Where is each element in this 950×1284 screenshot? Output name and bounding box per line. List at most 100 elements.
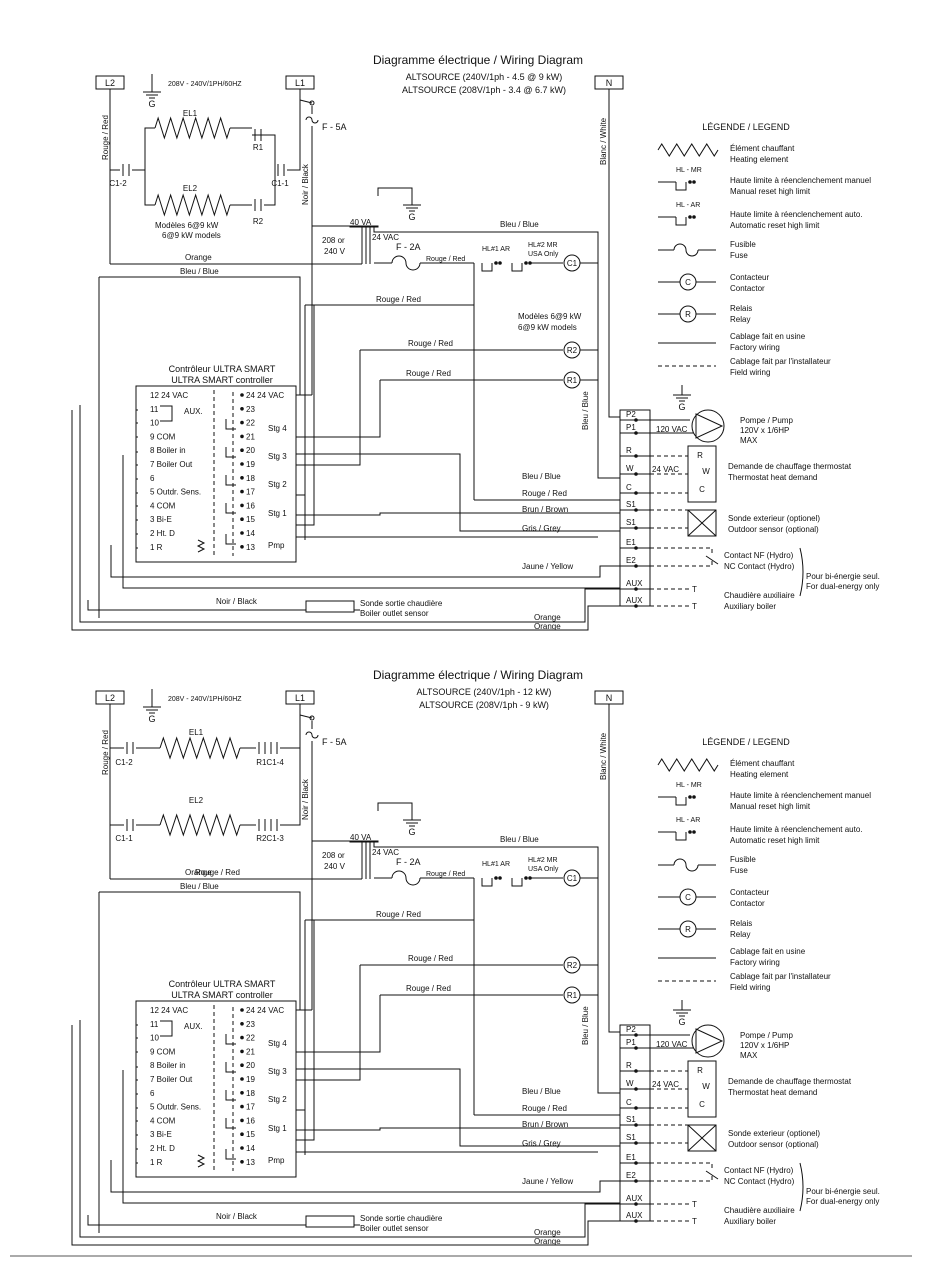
dual-label-1: Pour bi-énergie seul.	[806, 572, 880, 581]
aux-boiler-2: Auxiliary boiler	[724, 602, 776, 611]
pump-label-1: Pompe / Pump	[740, 1031, 793, 1040]
outlet-sensor-1: Sonde sortie chaudière	[360, 1214, 443, 1223]
legend-hl-ar-tag: HL - AR	[676, 202, 700, 209]
R2-label: R2	[253, 217, 264, 226]
controller-terminal-right-23: 23	[246, 405, 255, 414]
legend-fuse-2: Fuse	[730, 866, 748, 875]
terminal-S1b: S1	[626, 1133, 636, 1142]
EL1-label: EL1	[189, 728, 204, 737]
high-limit-contact	[675, 832, 687, 841]
transformer-in-2: 240 V	[324, 862, 346, 871]
boiler-outlet-sensor	[305, 600, 355, 613]
legend-auto-2: Automatic reset high limit	[730, 221, 820, 230]
terminal-dot	[634, 1106, 638, 1110]
orange-label-2: Orange	[534, 1237, 561, 1246]
stg2-label: Stg 2	[268, 1095, 287, 1104]
terminal-C: C	[626, 483, 632, 492]
pmp-label: Pmp	[268, 541, 285, 550]
controller-terminal-right-17: 17	[246, 1103, 255, 1112]
noir-sensor-wire	[87, 1215, 360, 1226]
controller-terminal-right-13: 13	[246, 543, 255, 552]
thermostat-C: C	[699, 1100, 705, 1109]
model-line-2: ALTSOURCE (208V/1ph - 3.4 @ 6.7 kW)	[402, 85, 566, 95]
terminal-dot	[240, 517, 244, 521]
pump-symbol	[691, 1024, 725, 1058]
bi-e-wire	[110, 1160, 620, 1193]
terminal-W: W	[626, 464, 634, 473]
hl2-label: HL#2 MR	[528, 242, 558, 249]
controller-terminal-left-6: 6	[150, 474, 155, 483]
heating-element-EL2	[154, 193, 231, 217]
jaune-wire	[122, 455, 620, 589]
terminal-dot	[240, 1104, 244, 1109]
legend-field-1: Cablage fait par l'installateur	[730, 972, 831, 981]
legend-fuse-2: Fuse	[730, 251, 748, 260]
stg1-label: Stg 1	[268, 509, 287, 518]
terminal-dot	[634, 454, 638, 458]
terminal-dot	[688, 830, 692, 834]
stg4-label: Stg 4	[268, 424, 287, 433]
nc-contact-wire	[650, 1162, 713, 1171]
stg2-label: Stg 2	[268, 480, 287, 489]
terminal-dot	[634, 431, 638, 435]
stg4-wire	[296, 380, 381, 438]
hl1-label: HL#1 AR	[482, 861, 510, 868]
bi-e-wire	[110, 545, 620, 578]
pump-ground: G	[673, 1009, 691, 1027]
legend-hl-manual	[675, 180, 696, 191]
models-note-2: 6@9 kW models	[162, 231, 221, 240]
terminal-dot	[240, 434, 244, 439]
supply-spec: 208V - 240V/1PH/60HZ	[168, 81, 242, 88]
terminal-dot	[524, 876, 528, 880]
model-line-1: ALTSOURCE (240V/1ph - 4.5 @ 9 kW)	[406, 72, 563, 82]
terminal-S1b: S1	[626, 518, 636, 527]
hl2-manual-reset	[511, 261, 532, 272]
L1-label: L1	[295, 78, 305, 88]
C1-1-label: C1-1	[115, 834, 133, 843]
rouge-wire-label-3: Rouge / Red	[376, 910, 421, 919]
legend-auto-1: Haute limite à réenclenchement auto.	[730, 210, 863, 219]
noir-black-label: Noir / Black	[301, 163, 310, 205]
controller-terminal-left-10: 10	[150, 1034, 159, 1043]
controller-terminal-right-15: 15	[246, 1130, 255, 1139]
EL2-label: EL2	[183, 184, 198, 193]
element-wire	[109, 745, 124, 749]
aux-label: AUX.	[184, 407, 203, 416]
nc-contact-wire	[650, 560, 713, 567]
brun-label: Brun / Brown	[522, 1120, 568, 1129]
terminal-dot	[240, 489, 244, 494]
transformer-in-1: 208 or	[322, 851, 345, 860]
legend-contactor-2: Contactor	[730, 899, 765, 908]
legend-hl-auto	[675, 830, 696, 841]
terminal-dot	[634, 1087, 638, 1091]
legend-auto-1: Haute limite à réenclenchement auto.	[730, 825, 863, 834]
controller-terminal-right-24: 24 24 VAC	[246, 391, 284, 400]
terminal-strip	[619, 1024, 651, 1222]
orange-label-1: Orange	[534, 1228, 561, 1237]
controller-terminal-left-3: 3 Bi-E	[150, 515, 172, 524]
terminal-S1a: S1	[626, 1115, 636, 1124]
supply-ground: G	[143, 706, 161, 724]
ground-lead	[377, 802, 413, 820]
legend-fuse-1: Fusible	[730, 240, 756, 249]
thermostat-24vac: 24 VAC	[652, 465, 679, 474]
terminal-E2: E2	[626, 1171, 636, 1180]
terminal-dot	[692, 830, 696, 834]
contact-desc-2: NC Contact (Hydro)	[724, 1177, 795, 1186]
legend-hl-mr-tag: HL - MR	[676, 782, 702, 789]
jaune-label: Jaune / Yellow	[522, 1177, 573, 1186]
sensor-desc-1: Sonde exterieur (optionel)	[728, 514, 820, 523]
bleu-vertical-label: Bleu / Blue	[581, 1006, 590, 1045]
stage-relay-contact	[225, 1149, 236, 1160]
legend-fuse	[673, 858, 699, 872]
controller-terminal-right-22: 22	[246, 1034, 255, 1043]
pump-label-2: 120V x 1/6HP	[740, 1041, 789, 1050]
bleu-strip-label: Bleu / Blue	[522, 1087, 561, 1096]
terminal-dot	[240, 503, 244, 508]
relay-R1-contact	[258, 742, 266, 754]
supply-spec: 208V - 240V/1PH/60HZ	[168, 696, 242, 703]
terminal-dot	[240, 393, 244, 397]
high-limit-contact	[481, 878, 493, 887]
terminal-dot	[240, 1077, 244, 1081]
noir-label: Noir / Black	[216, 597, 258, 606]
